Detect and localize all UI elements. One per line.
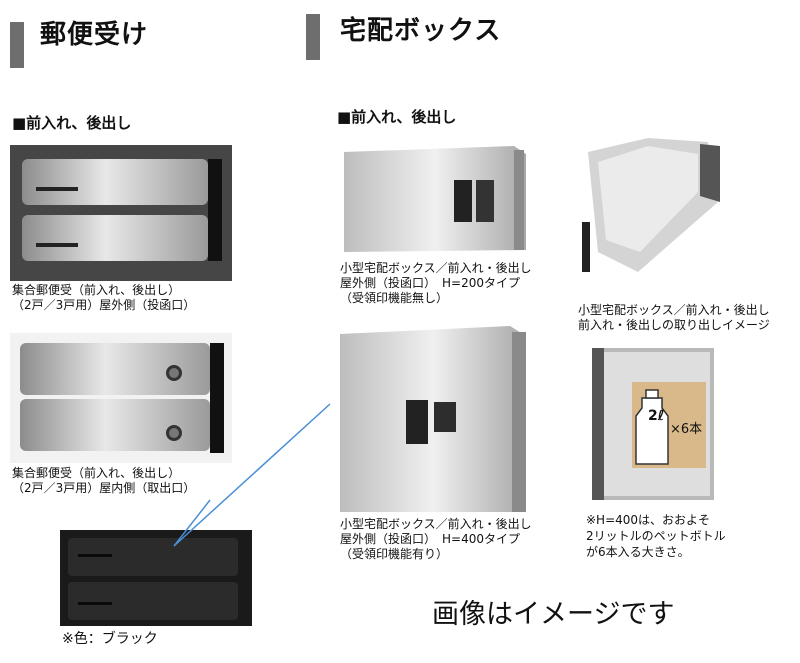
delivery-box-open-image: [578, 132, 724, 278]
delivery-box-h200-caption: 小型宅配ボックス／前入れ・後出し 屋外側（投函口） H=200タイプ （受領印機…: [340, 261, 532, 305]
bottle-count: ×6本: [670, 422, 703, 437]
image-note: 画像はイメージです: [432, 599, 675, 630]
left-subheading: ■前入れ、後出し: [12, 114, 132, 132]
left-heading: 郵便受け: [40, 20, 149, 50]
delivery-box-open-caption: 小型宅配ボックス／前入れ・後出し 前入れ・後出しの取り出しイメージ: [578, 303, 770, 332]
mailbox-black-image: [60, 530, 252, 626]
mailbox-outdoor-image: [10, 145, 232, 281]
right-subheading: ■前入れ、後出し: [337, 108, 457, 126]
delivery-box-capacity-note: ※H=400は、おおよそ 2リットルのペットボトル が6本入る大きさ。: [586, 513, 726, 559]
delivery-box-interior-image: [592, 348, 714, 500]
delivery-box-h200-image: [344, 146, 526, 252]
mailbox-indoor-image: [10, 333, 232, 463]
delivery-box-h400-caption: 小型宅配ボックス／前入れ・後出し 屋外側（投函口） H=400タイプ （受領印機…: [340, 517, 532, 561]
left-heading-bar: [10, 22, 24, 68]
delivery-box-h400-image: [340, 326, 526, 512]
right-heading: 宅配ボックス: [340, 16, 502, 46]
bottle-label: 2ℓ: [648, 408, 665, 424]
mailbox-outdoor-caption: 集合郵便受（前入れ、後出し） （2戸／3戸用）屋外側（投函口）: [12, 283, 196, 312]
connector-line: [173, 403, 331, 547]
color-note: ※色：ブラック: [62, 631, 158, 647]
mailbox-indoor-caption: 集合郵便受（前入れ、後出し） （2戸／3戸用）屋内側（取出口）: [12, 466, 196, 495]
right-heading-bar: [306, 14, 320, 60]
